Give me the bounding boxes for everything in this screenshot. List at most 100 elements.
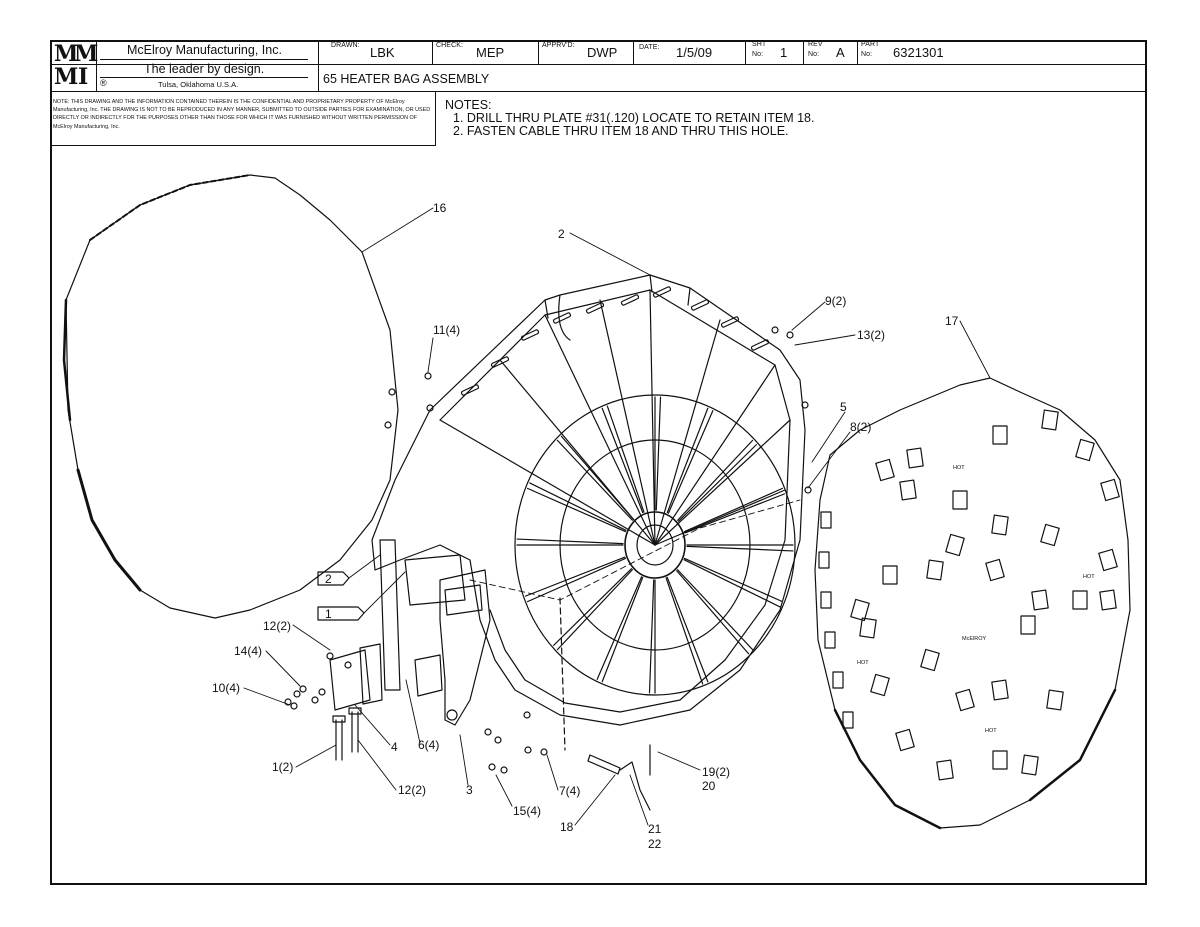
frame-rib — [654, 364, 776, 546]
hardware-nut — [488, 763, 496, 771]
frame-slots — [460, 286, 770, 396]
sht-label-no: No: — [752, 51, 764, 58]
frame-slot — [490, 356, 510, 368]
plate-rim-tab — [824, 631, 836, 649]
plate-pad — [882, 565, 898, 585]
plate-pad — [850, 598, 870, 622]
plate-mark-brand: McElROY — [962, 636, 986, 642]
plate-mark-hot: HOT — [1083, 574, 1095, 580]
hardware-nut — [523, 711, 531, 719]
plate-pad — [1040, 523, 1060, 547]
plate-pad — [992, 750, 1008, 770]
callout-15: 15(4) — [513, 804, 541, 818]
frame-rib — [599, 299, 656, 546]
frame-slot — [460, 384, 480, 396]
flag-callout-1: 1 — [325, 607, 332, 621]
hardware-nut — [290, 702, 298, 710]
plate-pad — [955, 688, 975, 712]
frame-spoke — [516, 538, 624, 545]
plate-pad — [1021, 754, 1039, 776]
callout-5: 5 — [840, 400, 847, 414]
callout-6: 6(4) — [418, 738, 439, 752]
frame-rib — [654, 319, 721, 546]
part-label: PART — [861, 41, 880, 48]
callout-18: 18 — [560, 820, 574, 834]
bolts — [332, 707, 362, 761]
hardware-nut — [318, 688, 326, 696]
frame-slot — [620, 294, 640, 306]
hardware-nut — [484, 728, 492, 736]
part-label-no: No: — [861, 51, 873, 58]
frame-spoke — [601, 407, 644, 514]
plate-mark-hot: HOT — [857, 660, 869, 666]
plate-pad — [926, 559, 944, 581]
plate-pad — [875, 458, 895, 482]
frame-spoke — [667, 410, 714, 514]
plate-pad — [985, 558, 1005, 582]
hardware-nut — [388, 388, 396, 396]
frame-rib — [544, 314, 656, 546]
plate-pad — [920, 648, 940, 672]
leader-lines — [243, 207, 991, 826]
hardware-nut — [494, 736, 502, 744]
frame-spoke — [596, 576, 643, 680]
rev-label-no: No: — [808, 51, 820, 58]
drawn-value: LBK — [370, 45, 395, 60]
mounting-brackets — [329, 539, 491, 726]
callout-16: 16 — [433, 201, 447, 215]
plate-pad — [1020, 615, 1036, 635]
frame-spoke — [655, 396, 662, 511]
plate-pad — [1100, 478, 1120, 502]
plate-pad — [945, 533, 965, 557]
plate-pad — [899, 479, 917, 501]
frame-spoke — [556, 439, 633, 521]
frame-slot — [585, 302, 605, 314]
plate-markings: HOT HOT HOT HOT McElROY — [857, 465, 1095, 734]
plate-pad — [1099, 589, 1117, 611]
plate-rim-tab — [820, 591, 832, 609]
heater-bag-cover — [62, 174, 399, 619]
frame-spoke — [676, 570, 750, 655]
frame-spoke — [601, 576, 644, 683]
plate-pad — [991, 514, 1009, 536]
plate-pad — [952, 490, 968, 510]
company-logo: M M M I — [54, 43, 98, 90]
heater-plate — [814, 377, 1131, 830]
notes-block: NOTES: 1. DRILL THRU PLATE #31(.120) LOC… — [445, 99, 814, 138]
frame-rib — [499, 359, 656, 546]
frame-spoke — [648, 579, 655, 694]
rev-label: REV — [808, 41, 823, 48]
hardware-nut — [293, 690, 301, 698]
plate-rim-tab — [818, 551, 830, 569]
heater-plate-pads — [818, 409, 1120, 781]
sht-value: 1 — [780, 45, 788, 60]
frame-spokes — [439, 289, 794, 694]
hardware-nut — [326, 652, 334, 660]
callout-10: 10(4) — [212, 681, 240, 695]
hardware-nut — [284, 698, 292, 706]
company-slogan: The leader by design. — [144, 62, 265, 76]
apprvd-label: APPRV'D: — [542, 42, 575, 49]
check-value: MEP — [476, 45, 505, 60]
callout-13: 13(2) — [857, 328, 885, 342]
frame-spoke — [683, 487, 784, 533]
frame-spoke — [524, 556, 626, 597]
frame-rib — [649, 289, 656, 546]
callout-21: 21 — [648, 822, 662, 836]
plate-pad — [1041, 409, 1059, 431]
hardware-nut — [311, 696, 319, 704]
hardware-nut — [384, 421, 392, 429]
frame-spoke — [677, 569, 754, 651]
hardware-nut — [786, 331, 794, 339]
plate-rim-tab — [820, 511, 832, 529]
logo-letter: I — [78, 64, 89, 90]
hardware-nut — [500, 766, 508, 774]
frame-spoke — [665, 577, 704, 685]
callout-8: 8(2) — [850, 420, 871, 434]
pin-and-cable — [469, 499, 801, 811]
plate-pad — [906, 447, 924, 469]
hardware-nut — [344, 661, 352, 669]
frame-slot — [690, 299, 710, 311]
frame-slot — [552, 312, 572, 324]
